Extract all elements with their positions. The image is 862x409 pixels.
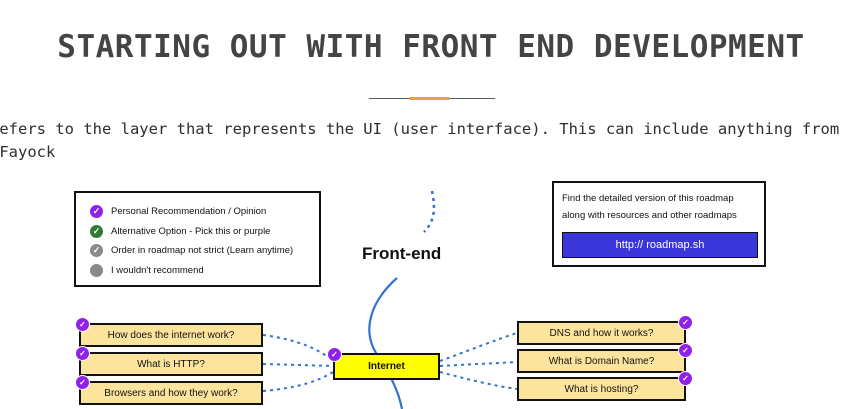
- legend-item: ✓ Order in roadmap not strict (Learn any…: [90, 242, 293, 258]
- info-box: Find the detailed version of this roadma…: [552, 181, 766, 267]
- title-divider: [369, 97, 495, 100]
- roadmap-link-button[interactable]: http:// roadmap.sh: [562, 232, 758, 258]
- topic-node-right[interactable]: What is hosting?: [517, 377, 686, 401]
- check-badge-icon: ✓: [75, 375, 90, 390]
- main-node-internet[interactable]: Internet: [333, 353, 440, 380]
- topic-node-left[interactable]: Browsers and how they work?: [79, 381, 263, 405]
- legend-box: ✓ Personal Recommendation / Opinion ✓ Al…: [74, 191, 321, 287]
- intro-line-1: refers to the layer that represents the …: [0, 120, 840, 138]
- legend-item-label: Order in roadmap not strict (Learn anyti…: [111, 244, 294, 256]
- left-connector-1: [262, 334, 334, 362]
- check-circle-icon: ✓: [90, 243, 103, 257]
- check-circle-icon: ✓: [90, 204, 103, 218]
- right-connector-1: [439, 332, 518, 362]
- check-badge-icon: ✓: [75, 317, 90, 332]
- root-dotted-connector: [423, 190, 436, 233]
- right-connector-3: [439, 371, 518, 390]
- legend-item: I wouldn't recommend: [90, 262, 204, 278]
- left-connector-3: [262, 371, 334, 392]
- right-connector-2: [439, 361, 518, 367]
- circle-icon: [90, 263, 103, 277]
- check-badge-icon: ✓: [678, 371, 693, 386]
- title-divider-accent: [409, 97, 449, 100]
- topic-node-right[interactable]: What is Domain Name?: [517, 349, 686, 373]
- root-main-connector: [368, 277, 404, 409]
- legend-item: ✓ Alternative Option - Pick this or purp…: [90, 223, 270, 239]
- legend-item-label: I wouldn't recommend: [111, 264, 204, 276]
- page-title: STARTING OUT WITH FRONT END DEVELOPMENT: [57, 29, 805, 65]
- intro-line-2: Fayock: [0, 143, 56, 161]
- root-node-label: Front-end: [362, 244, 442, 263]
- topic-node-right[interactable]: DNS and how it works?: [517, 321, 686, 345]
- topic-node-left[interactable]: What is HTTP?: [79, 352, 263, 376]
- info-text-line-2: along with resources and other roadmaps: [562, 210, 737, 221]
- legend-item-label: Alternative Option - Pick this or purple: [111, 225, 271, 237]
- check-badge-icon: ✓: [678, 343, 693, 358]
- check-circle-icon: ✓: [90, 224, 103, 238]
- check-badge-icon: ✓: [678, 315, 693, 330]
- info-text-line-1: Find the detailed version of this roadma…: [562, 193, 734, 204]
- check-badge-icon: ✓: [75, 346, 90, 361]
- check-badge-icon: ✓: [327, 347, 342, 362]
- legend-item: ✓ Personal Recommendation / Opinion: [90, 203, 266, 219]
- left-connector-2: [262, 363, 334, 367]
- legend-item-label: Personal Recommendation / Opinion: [111, 205, 267, 217]
- intro-paragraph: refers to the layer that represents the …: [0, 118, 862, 164]
- topic-node-left[interactable]: How does the internet work?: [79, 323, 263, 347]
